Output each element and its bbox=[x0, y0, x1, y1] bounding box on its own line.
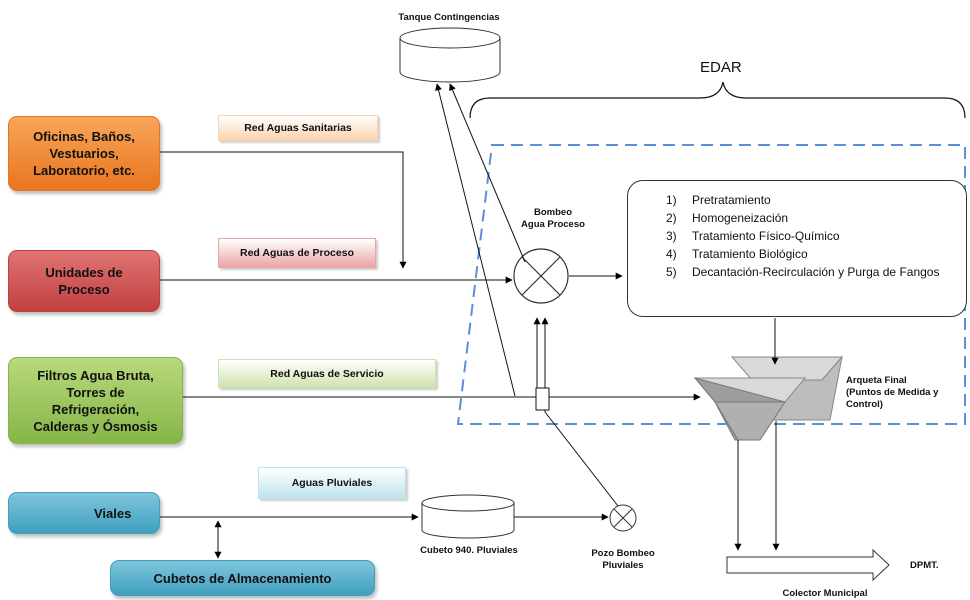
flow-tanque-down bbox=[435, 83, 516, 397]
process-step: 2)Homogeneización bbox=[666, 211, 789, 225]
edar-dashed-region bbox=[456, 144, 966, 425]
label-dpmt: DPMT. bbox=[910, 560, 939, 571]
flow-pozo-up-a bbox=[541, 317, 619, 507]
source-filtros: Filtros Agua Bruta, Torres de Refrigerac… bbox=[8, 357, 183, 444]
arqueta-final bbox=[693, 355, 844, 441]
label-colector-municipal: Colector Municipal bbox=[782, 588, 868, 599]
process-step: 3)Tratamiento Físico-Químico bbox=[666, 229, 840, 243]
source-unidades-proceso: Unidades de Proceso bbox=[8, 250, 160, 312]
process-step: 5)Decantación-Recirculación y Purga de F… bbox=[666, 265, 940, 279]
process-step: 4)Tratamiento Biológico bbox=[666, 247, 808, 261]
crossing-bridge bbox=[535, 387, 550, 411]
flow-tanque-up bbox=[449, 83, 526, 263]
label-bombeo: Bombeo Agua Proceso bbox=[521, 207, 585, 230]
bombeo-pump bbox=[513, 248, 569, 304]
label-tanque-contingencias: Tanque Contingencias bbox=[398, 12, 500, 23]
tanque-contingencias bbox=[399, 27, 501, 83]
source-cubetos: Cubetos de Almacenamiento bbox=[110, 560, 375, 596]
flow-sanitarias bbox=[160, 151, 407, 269]
edar-brace bbox=[469, 81, 966, 119]
edar-process-box: 1)Pretratamiento 2)Homogeneización 3)Tra… bbox=[627, 180, 967, 317]
label-pozo-bombeo: Pozo Bombeo Pluviales bbox=[591, 548, 655, 571]
process-step: 1)Pretratamiento bbox=[666, 193, 771, 207]
tag-red-aguas-sanitarias: Red Aguas Sanitarias bbox=[218, 115, 378, 141]
source-oficinas: Oficinas, Baños, Vestuarios, Laboratorio… bbox=[8, 116, 160, 191]
cubeto-940 bbox=[421, 494, 515, 539]
edar-title: EDAR bbox=[700, 59, 742, 76]
label-cubeto-940: Cubeto 940. Pluviales bbox=[420, 545, 518, 556]
tag-red-aguas-proceso: Red Aguas de Proceso bbox=[218, 238, 376, 268]
label-arqueta-final: Arqueta Final (Puntos de Medida y Contro… bbox=[846, 375, 939, 410]
tag-red-aguas-servicio: Red Aguas de Servicio bbox=[218, 359, 436, 388]
tag-aguas-pluviales: Aguas Pluviales bbox=[258, 467, 406, 499]
process-steps-list: 1)Pretratamiento 2)Homogeneización 3)Tra… bbox=[628, 181, 966, 281]
colector-arrow bbox=[726, 548, 890, 582]
source-viales: Viales bbox=[8, 492, 160, 534]
pozo-pump bbox=[609, 504, 637, 532]
